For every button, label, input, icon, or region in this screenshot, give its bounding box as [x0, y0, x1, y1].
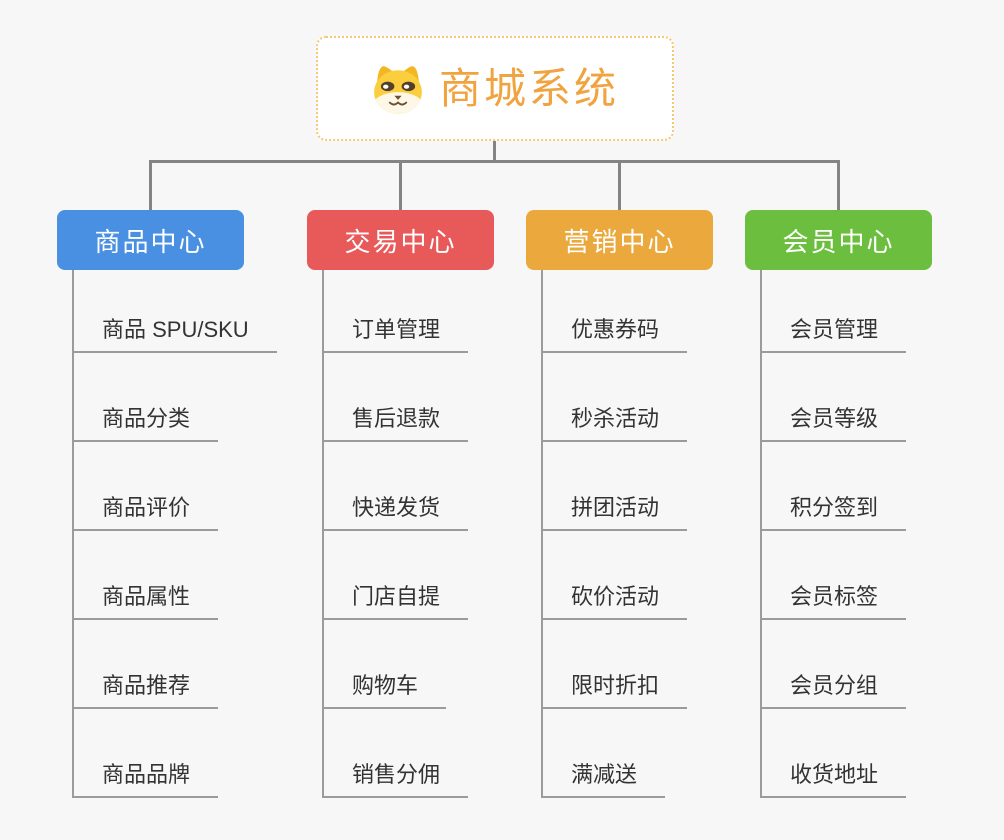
branch-header-marketing-center[interactable]: 营销中心: [526, 210, 713, 270]
child-row: 商品推荐: [74, 620, 277, 709]
child-node[interactable]: 快递发货: [324, 494, 469, 531]
dog-mascot-icon: [371, 64, 425, 114]
child-row: 商品品牌: [74, 709, 277, 798]
child-node[interactable]: 订单管理: [324, 316, 469, 353]
child-node[interactable]: 商品属性: [74, 583, 219, 620]
branch-children-line: 商品 SPU/SKU 商品分类商品评价商品属性商品推荐商品品牌: [72, 270, 277, 798]
child-row: 快递发货: [324, 442, 469, 531]
child-row: 商品 SPU/SKU: [74, 270, 277, 353]
child-row: 商品评价: [74, 442, 277, 531]
child-node[interactable]: 优惠券码: [543, 316, 688, 353]
child-node[interactable]: 限时折扣: [543, 672, 688, 709]
branch-children-line: 会员管理会员等级积分签到会员标签会员分组收货地址: [760, 270, 907, 798]
child-node[interactable]: 会员标签: [762, 583, 907, 620]
root-node[interactable]: 商城系统: [316, 36, 674, 141]
child-node[interactable]: 会员管理: [762, 316, 907, 353]
child-row: 商品属性: [74, 531, 277, 620]
child-node[interactable]: 门店自提: [324, 583, 469, 620]
child-row: 砍价活动: [543, 531, 688, 620]
child-row: 优惠券码: [543, 270, 688, 353]
branch-header-product-center[interactable]: 商品中心: [57, 210, 244, 270]
branch-header-member-center[interactable]: 会员中心: [745, 210, 932, 270]
child-row: 积分签到: [762, 442, 907, 531]
branch-children-line: 优惠券码秒杀活动拼团活动砍价活动限时折扣满减送: [541, 270, 688, 798]
child-row: 会员分组: [762, 620, 907, 709]
child-row: 拼团活动: [543, 442, 688, 531]
child-row: 满减送: [543, 709, 687, 798]
child-row: 门店自提: [324, 531, 469, 620]
child-row: 订单管理: [324, 270, 469, 353]
connector-drop: [149, 160, 152, 210]
child-node[interactable]: 砍价活动: [543, 583, 688, 620]
child-row: 收货地址: [762, 709, 907, 798]
child-row: 销售分佣: [324, 709, 469, 798]
child-node[interactable]: 积分签到: [762, 494, 907, 531]
child-node[interactable]: 秒杀活动: [543, 405, 688, 442]
child-row: 售后退款: [324, 353, 469, 442]
child-node[interactable]: 商品 SPU/SKU: [74, 316, 277, 353]
root-title: 商城系统: [438, 64, 619, 112]
connector-root-stem: [493, 141, 496, 163]
child-node[interactable]: 商品品牌: [74, 761, 219, 798]
child-node[interactable]: 会员分组: [762, 672, 907, 709]
connector-drop: [837, 160, 840, 210]
child-node[interactable]: 销售分佣: [324, 761, 469, 798]
child-node[interactable]: 商品分类: [74, 405, 219, 442]
connector-drop: [399, 160, 402, 210]
connector-horizontal-bar: [149, 160, 840, 163]
child-node[interactable]: 商品推荐: [74, 672, 219, 709]
child-node[interactable]: 满减送: [543, 761, 666, 798]
child-row: 会员标签: [762, 531, 907, 620]
child-row: 限时折扣: [543, 620, 688, 709]
child-node[interactable]: 收货地址: [762, 761, 907, 798]
child-row: 会员等级: [762, 353, 907, 442]
child-node[interactable]: 售后退款: [324, 405, 469, 442]
child-node[interactable]: 购物车: [324, 672, 447, 709]
branch-header-trade-center[interactable]: 交易中心: [307, 210, 494, 270]
child-row: 购物车: [324, 620, 468, 709]
child-row: 秒杀活动: [543, 353, 688, 442]
child-node[interactable]: 拼团活动: [543, 494, 688, 531]
connector-drop: [618, 160, 621, 210]
child-row: 商品分类: [74, 353, 277, 442]
child-node[interactable]: 商品评价: [74, 494, 219, 531]
child-row: 会员管理: [762, 270, 907, 353]
branch-children-line: 订单管理售后退款快递发货门店自提购物车销售分佣: [322, 270, 469, 798]
child-node[interactable]: 会员等级: [762, 405, 907, 442]
